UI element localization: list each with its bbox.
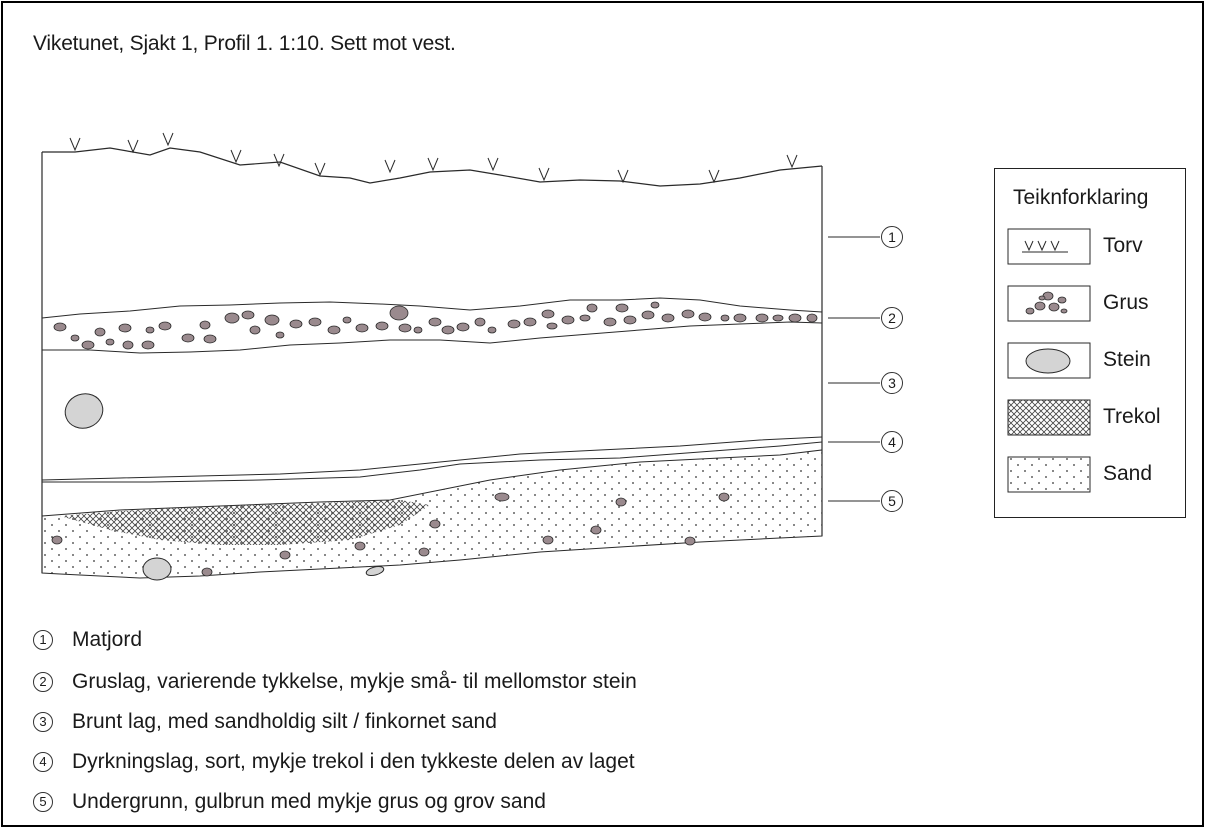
turf-symbols	[69, 132, 798, 184]
legend-box	[994, 168, 1186, 518]
layer-marker-3: 3	[881, 372, 903, 394]
legend-label-sand: Sand	[1103, 462, 1153, 485]
legend-stein-symbol	[1025, 348, 1071, 374]
legend-symbols	[1007, 228, 1091, 493]
legend-stein-box	[1007, 342, 1091, 379]
legend-label-stein: Stein	[1103, 348, 1151, 371]
legend-label-grus: Grus	[1103, 291, 1149, 314]
description-number: 3	[33, 712, 53, 732]
turf-symbol	[487, 157, 499, 172]
layer-marker-5: 5	[881, 490, 903, 512]
layer-leader-lines	[828, 236, 880, 502]
layer-4-middle	[42, 441, 823, 483]
legend-torv-box	[1007, 228, 1091, 265]
description-number: 5	[33, 792, 53, 812]
legend-title: Teiknforklaring	[1013, 186, 1149, 209]
charcoal-lens	[60, 500, 430, 545]
turf-symbol	[538, 167, 550, 182]
gravel-pebbles	[53, 301, 818, 350]
gravel-layer	[41, 297, 823, 354]
stone-in-layer-3	[64, 393, 104, 429]
figure-title: Viketunet, Sjakt 1, Profil 1. 1:10. Sett…	[33, 32, 456, 55]
turf-symbol	[786, 154, 798, 169]
legend-grus-box	[1007, 285, 1091, 322]
legend-sand-box	[1007, 456, 1091, 493]
layer-4-top	[41, 436, 823, 481]
description-text: Undergrunn, gulbrun med mykje grus og gr…	[72, 790, 546, 813]
turf-symbol	[162, 132, 174, 147]
layer-boundaries	[41, 436, 823, 483]
stone-in-subsoil-small	[365, 565, 385, 577]
description-number: 4	[33, 752, 53, 772]
description-text: Gruslag, varierende tykkelse, mykje små-…	[72, 670, 637, 693]
legend-label-torv: Torv	[1103, 234, 1143, 257]
gravel-layer-top	[41, 297, 823, 319]
ground-surface-line	[42, 147, 823, 187]
turf-symbol	[708, 169, 720, 184]
description-text: Matjord	[72, 628, 143, 651]
turf-symbol	[273, 153, 285, 168]
gravel-layer-bottom	[42, 321, 823, 354]
turf-symbol	[384, 159, 396, 174]
turf-symbol	[127, 139, 139, 154]
legend-trekol-box	[1007, 399, 1091, 436]
turf-symbol	[314, 162, 326, 177]
legend-label-trekol: Trekol	[1103, 405, 1161, 428]
description-text: Brunt lag, med sandholdig silt / finkorn…	[72, 710, 497, 733]
layer-marker-2: 2	[881, 307, 903, 329]
description-number: 2	[33, 672, 53, 692]
description-number: 1	[33, 630, 53, 650]
turf-symbol	[69, 137, 81, 152]
description-text: Dyrkningslag, sort, mykje trekol i den t…	[72, 750, 635, 773]
layer-marker-1: 1	[881, 226, 903, 248]
layer-marker-4: 4	[881, 431, 903, 453]
turf-symbol	[427, 157, 439, 172]
subsoil-pebbles	[51, 492, 730, 577]
legend-grus-pebbles	[1025, 291, 1068, 315]
turf-symbol	[230, 149, 242, 164]
turf-symbol	[617, 169, 629, 184]
stone-in-subsoil	[142, 557, 172, 581]
